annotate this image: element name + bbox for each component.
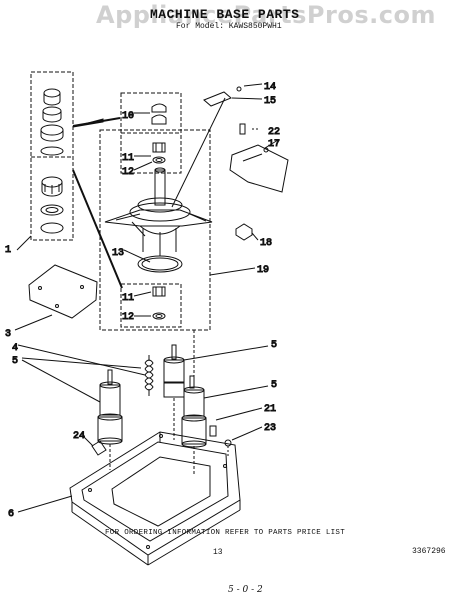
part-4-spring xyxy=(18,345,153,396)
callout-leaders xyxy=(124,113,152,316)
callout-13: 13 xyxy=(112,248,124,259)
callout-10: 10 xyxy=(122,111,134,122)
callout-12-bottom: 12 xyxy=(122,312,134,323)
gearcase-assembly xyxy=(105,168,212,272)
page-title: MACHINE BASE PARTS xyxy=(150,7,300,22)
page-number: 13 xyxy=(213,548,223,557)
callout-18: 18 xyxy=(260,238,272,249)
part-1-bearing-kit xyxy=(17,72,122,288)
callout-1: 1 xyxy=(5,245,11,256)
watermark: AppliancePartsPros.com xyxy=(96,1,436,29)
callout-23: 23 xyxy=(264,423,276,434)
callout-17: 17 xyxy=(268,139,280,150)
callout-15: 15 xyxy=(264,96,276,107)
callout-12-top: 12 xyxy=(122,167,134,178)
part-5-snubber-left xyxy=(22,360,122,470)
callout-21: 21 xyxy=(264,404,276,415)
callout-5-center: 5 xyxy=(271,340,277,351)
part-19-gearcase-housing xyxy=(100,93,255,330)
callout-24: 24 xyxy=(73,431,85,442)
part-3-base-cover xyxy=(15,265,97,330)
ordering-note: FOR ORDERING INFORMATION REFER TO PARTS … xyxy=(105,529,346,537)
callout-5-right: 5 xyxy=(271,380,277,391)
parts-small-clips xyxy=(84,408,262,458)
callout-22: 22 xyxy=(268,127,280,138)
part-5-snubber-right xyxy=(182,330,268,475)
callout-14: 14 xyxy=(264,82,276,93)
callout-11-bottom: 11 xyxy=(122,293,134,304)
callout-5-left: 5 xyxy=(12,356,18,367)
part-6-base-frame xyxy=(18,432,240,565)
callout-19: 19 xyxy=(257,265,269,276)
callout-4: 4 xyxy=(12,343,18,354)
parts-upper-right xyxy=(172,84,288,240)
handwritten-note: 5 - 0 - 2 xyxy=(228,585,263,595)
document-number: 3367296 xyxy=(412,547,446,556)
callout-3: 3 xyxy=(5,329,11,340)
callout-11-top: 11 xyxy=(122,153,134,164)
model-subtitle: For Model: KAWS850PWH1 xyxy=(176,22,282,31)
callout-6: 6 xyxy=(8,509,14,520)
